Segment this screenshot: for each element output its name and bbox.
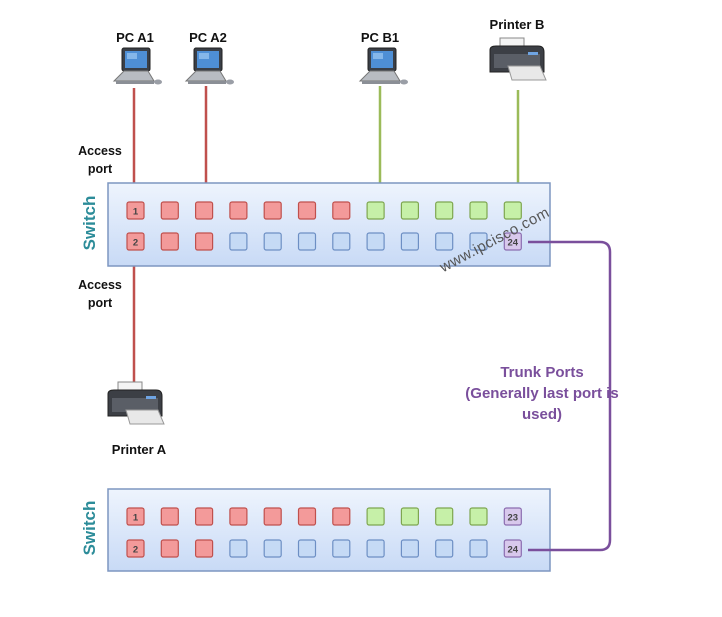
trunk-ports-label: Trunk Ports (Generally last port is used… <box>465 364 619 423</box>
switch-1-port-r1-6 <box>297 201 317 220</box>
pc-b1-icon <box>359 47 409 85</box>
switch-2-port-r2-1 <box>126 539 145 558</box>
switch-1-port-r2-5 <box>263 232 282 251</box>
switch-2-port-r2-4 <box>229 539 248 558</box>
switch-1-port-r1-10 <box>435 201 454 220</box>
switch-1-port-label-r2-12: 24 <box>508 238 519 249</box>
switch-2-port-r1-10 <box>435 507 454 526</box>
switch-2-port-r2-8 <box>366 539 385 558</box>
switch-1-port-r2-11 <box>469 232 488 251</box>
pc-a1-icon <box>113 47 163 85</box>
switch-1-port-r2-9 <box>400 232 419 251</box>
switch-2-port-r2-7 <box>332 539 351 558</box>
switch-2-port-r2-3 <box>195 539 214 558</box>
switch-1-port-r2-4 <box>229 232 248 251</box>
printer-b-icon <box>489 37 547 81</box>
switch-1-chassis <box>107 182 551 267</box>
switch-2-ports: 1 23 2 24 <box>126 507 522 558</box>
switch-1-ports: 1 2 24 <box>126 201 522 251</box>
switch-2-port-r2-2 <box>160 539 179 558</box>
switch-1-port-label-r1-1: 1 <box>133 207 139 218</box>
switch-2-port-r2-5 <box>263 539 282 558</box>
switch-2-port-r1-1 <box>126 507 145 526</box>
switch-1-port-r1-5 <box>263 201 282 220</box>
switch-1-port-r1-12 <box>503 201 522 220</box>
switch-1-port-label-r2-1: 2 <box>133 238 138 249</box>
printer-a-label: Printer A <box>111 442 167 457</box>
switch-1-port-r2-7 <box>332 232 351 251</box>
switch-2-port-r2-12 <box>503 539 522 558</box>
switch-2-label: Switch <box>80 500 99 556</box>
switch-2-port-label-r2-12: 24 <box>508 545 519 556</box>
pc-a2-label: PC A2 <box>189 30 227 45</box>
switch-2-port-r1-5 <box>263 507 282 526</box>
switch-1-port-r2-6 <box>297 232 317 251</box>
switch-1-port-r1-2 <box>160 201 179 220</box>
printer-a-icon <box>107 381 165 425</box>
switch-1-port-r1-9 <box>400 201 419 220</box>
switch-1-port-r2-3 <box>195 232 214 251</box>
switch-2-port-r2-6 <box>297 539 317 558</box>
switch-2-port-r1-2 <box>160 507 179 526</box>
printer-b-label: Printer B <box>489 17 545 32</box>
pc-a2-icon <box>185 47 235 85</box>
access-port-label-top: Access port <box>78 144 122 176</box>
switch-1-port-r1-11 <box>469 201 488 220</box>
switch-2-port-r1-8 <box>366 507 385 526</box>
switch-2-port-r1-4 <box>229 507 248 526</box>
trunk-link <box>528 240 612 552</box>
switch-2-port-label-r2-1: 2 <box>133 545 138 556</box>
switch-1-port-r1-7 <box>332 201 351 220</box>
switch-2-chassis <box>107 488 551 572</box>
switch-1-label: Switch <box>80 195 99 251</box>
switch-1-port-r2-12 <box>503 232 522 251</box>
switch-1-port-r1-3 <box>195 201 214 220</box>
switch-2-port-r1-11 <box>469 507 488 526</box>
switch-2-port-r1-7 <box>332 507 351 526</box>
switch-2-port-r1-3 <box>195 507 214 526</box>
switch-1-port-r2-2 <box>160 232 179 251</box>
pc-a1-label: PC A1 <box>116 30 154 45</box>
pc-b1-label: PC B1 <box>360 30 400 45</box>
switch-1-port-r1-1 <box>126 201 145 220</box>
switch-2-port-label-r1-12: 23 <box>508 513 519 524</box>
switch-2-port-r1-6 <box>297 507 317 526</box>
access-port-label-bottom: Access port <box>78 278 122 310</box>
switch-1-port-r1-8 <box>366 201 385 220</box>
switch-2-port-r1-9 <box>400 507 419 526</box>
switch-1-port-r1-4 <box>229 201 248 220</box>
switch-1-port-r2-8 <box>366 232 385 251</box>
switch-1-port-r2-1 <box>126 232 145 251</box>
switch-2-port-r2-10 <box>435 539 454 558</box>
switch-2-port-r1-12 <box>503 507 522 526</box>
switch-2-port-label-r1-1: 1 <box>133 513 139 524</box>
switch-2-port-r2-9 <box>400 539 419 558</box>
switch-1-port-r2-10 <box>435 232 454 251</box>
switch-2-port-r2-11 <box>469 539 488 558</box>
